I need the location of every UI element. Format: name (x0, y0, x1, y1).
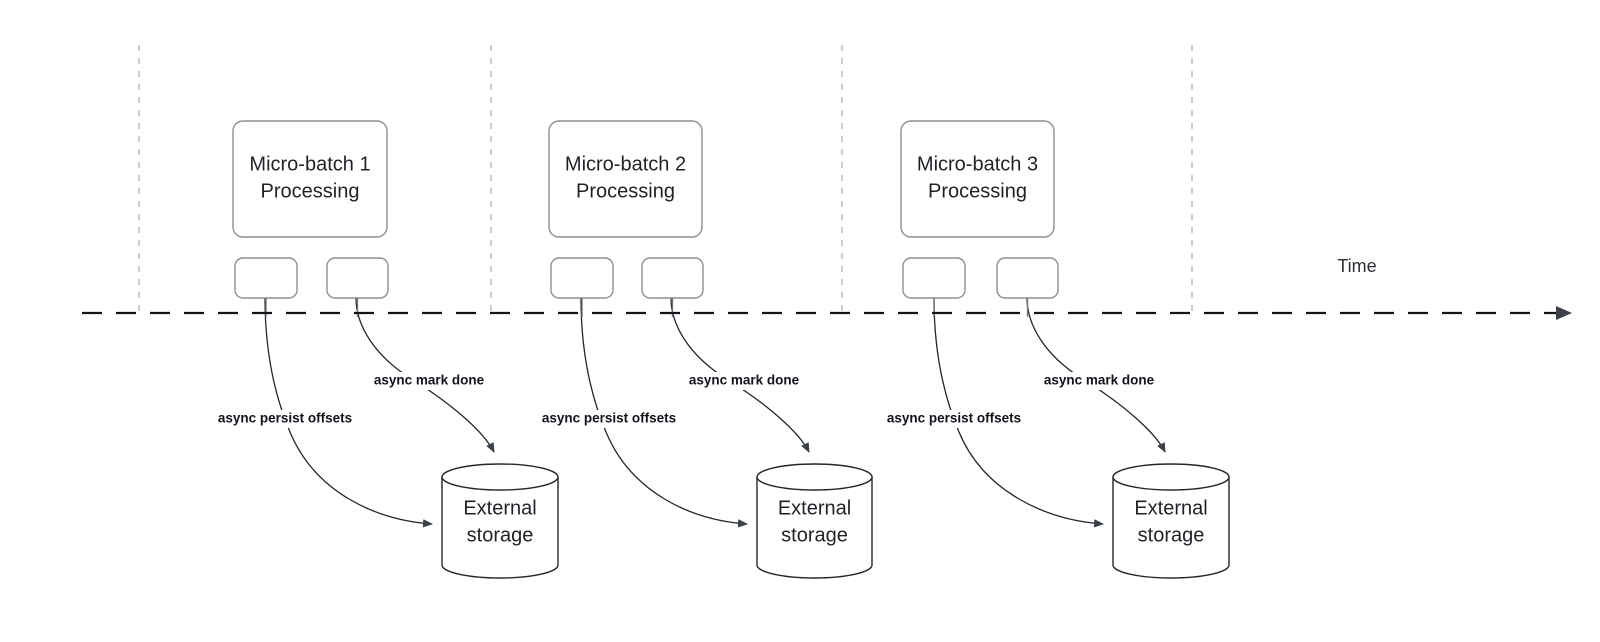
mark-done-label-halo (1041, 372, 1157, 390)
storage-label-line1: External (778, 497, 851, 519)
microbatch-box[interactable] (548, 120, 703, 238)
microbatch-label-line1: Micro-batch 2 (565, 153, 686, 175)
mark-done-label: async mark done (689, 373, 800, 388)
storage-label-line2: storage (781, 524, 848, 546)
microbatch-label-line1: Micro-batch 1 (249, 153, 370, 175)
microbatch-label-line1: Micro-batch 3 (917, 153, 1038, 175)
microbatch-label-line2: Processing (576, 180, 675, 202)
persist-offsets-label-halo (205, 410, 365, 428)
task-box-right[interactable] (996, 257, 1059, 299)
microbatch-box[interactable] (232, 120, 388, 238)
storage-cylinder-body[interactable] (756, 476, 873, 579)
storage-label-line2: storage (467, 524, 534, 546)
task-box-left[interactable] (902, 257, 966, 299)
task-box-right[interactable] (641, 257, 704, 299)
task-box-right[interactable] (326, 257, 389, 299)
storage-label-line1: External (1134, 497, 1207, 519)
persist-offsets-flow (580, 297, 748, 528)
storage-label-line2: storage (1138, 524, 1205, 546)
task-box-left[interactable] (550, 257, 614, 299)
mark-done-label-halo (371, 372, 487, 390)
time-dividers (138, 45, 1193, 313)
persist-offsets-label: async persist offsets (218, 411, 352, 426)
persist-offsets-flow (264, 297, 433, 528)
storage-cylinder-body[interactable] (441, 476, 559, 579)
storage-cylinder-top (1112, 463, 1230, 491)
storage-cylinder-top (441, 463, 559, 491)
persist-offsets-label-halo (529, 410, 689, 428)
mark-done-label-halo (686, 372, 802, 390)
storage-cylinder-top (756, 463, 873, 491)
task-box-left[interactable] (234, 257, 298, 299)
microbatch-label-line2: Processing (928, 180, 1027, 202)
storage-cylinder-body[interactable] (1112, 476, 1230, 579)
persist-offsets-flow (933, 297, 1104, 528)
mark-done-label: async mark done (374, 373, 485, 388)
persist-offsets-label-halo (874, 410, 1034, 428)
microbatch-label-line2: Processing (261, 180, 360, 202)
microbatch-box[interactable] (900, 120, 1055, 238)
time-axis: Time (82, 256, 1572, 320)
time-axis-label: Time (1337, 256, 1376, 276)
timeline-arrow-icon (1556, 306, 1572, 320)
storage-label-line1: External (463, 497, 536, 519)
persist-offsets-label: async persist offsets (542, 411, 676, 426)
persist-offsets-label: async persist offsets (887, 411, 1021, 426)
mark-done-label: async mark done (1044, 373, 1155, 388)
